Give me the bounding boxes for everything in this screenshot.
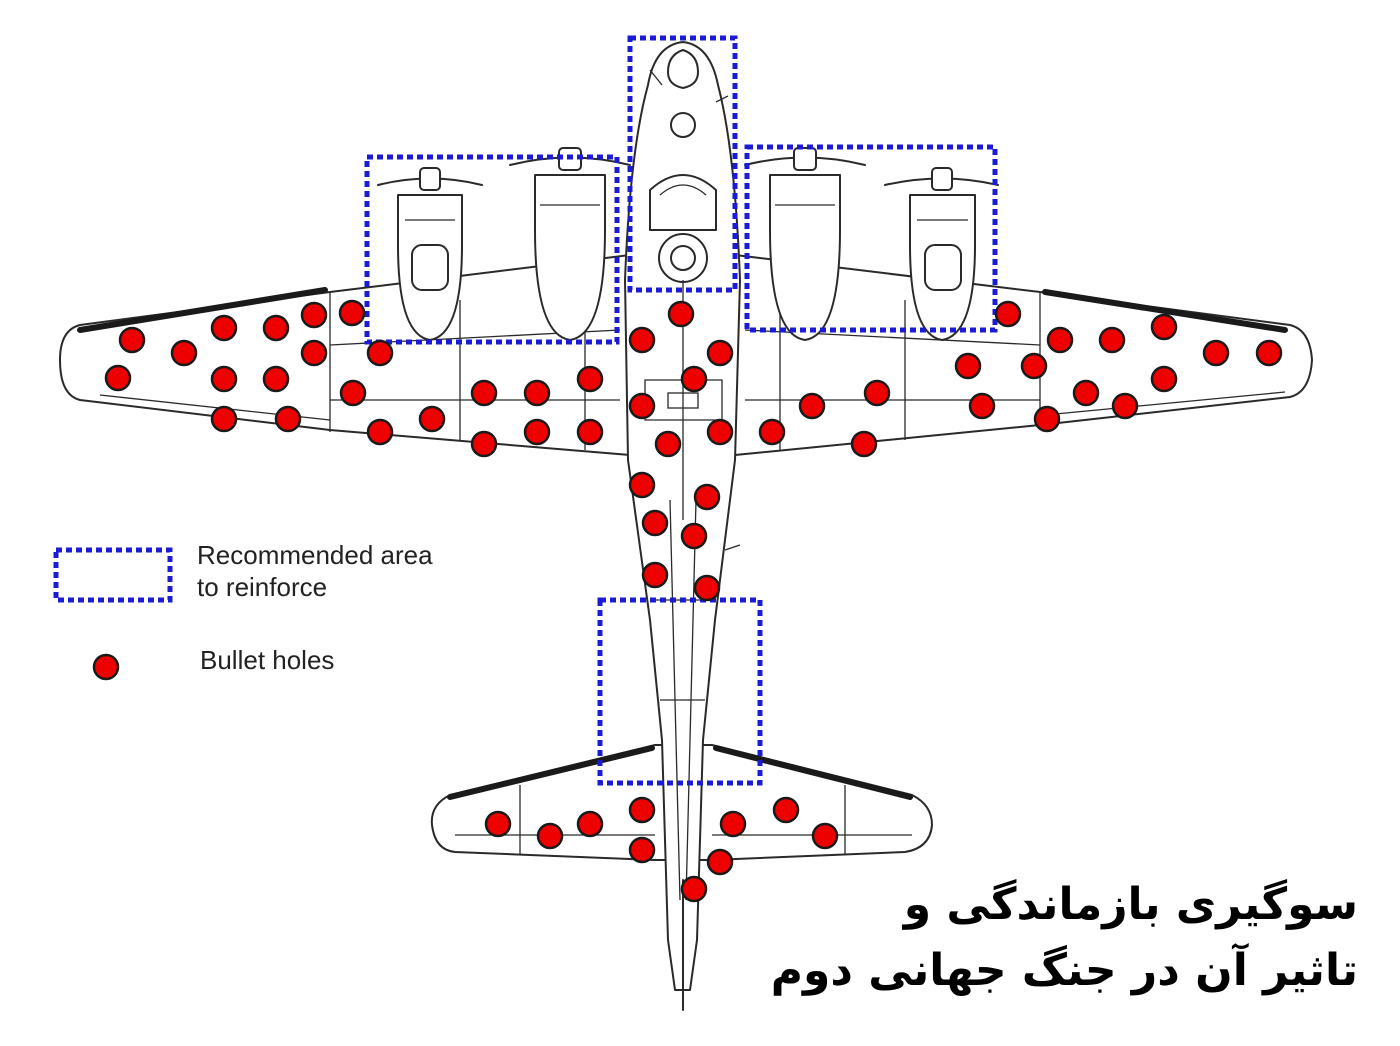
reinforce-area-left-engines xyxy=(364,154,620,345)
bullet-hole xyxy=(680,365,708,393)
bullet-hole xyxy=(339,379,367,407)
bullet-hole xyxy=(628,392,656,420)
bullet-hole xyxy=(523,379,551,407)
bullet-hole xyxy=(706,339,734,367)
bullet-hole xyxy=(628,836,656,864)
bullet-hole xyxy=(576,810,604,838)
bullet-hole xyxy=(210,405,238,433)
bullet-hole xyxy=(338,299,366,327)
bullet-hole xyxy=(654,430,682,458)
bullet-hole xyxy=(968,392,996,420)
engine-right-outer xyxy=(884,167,999,341)
legend xyxy=(53,547,173,681)
bullet-hole xyxy=(210,314,238,342)
bullet-hole xyxy=(628,326,656,354)
caption-line-1: سوگیری بازماندگی و xyxy=(903,879,1358,930)
bullet-hole xyxy=(484,810,512,838)
reinforce-area-tail xyxy=(597,597,763,786)
bullet-hole xyxy=(680,522,708,550)
bullet-hole xyxy=(811,822,839,850)
bullet-hole xyxy=(693,574,721,602)
bullet-hole xyxy=(693,483,721,511)
legend-reinforce-label: Recommended area to reinforce xyxy=(197,539,433,603)
bullet-hole xyxy=(863,379,891,407)
bullet-hole xyxy=(300,339,328,367)
bullet-hole xyxy=(850,430,878,458)
bullet-hole xyxy=(798,392,826,420)
bullet-hole xyxy=(576,365,604,393)
bullet-hole xyxy=(706,418,734,446)
caption-line-2: تاثیر آن در جنگ جهانی دوم xyxy=(770,945,1358,996)
legend-bullet-label: Bullet holes xyxy=(200,645,335,675)
reinforce-areas xyxy=(364,35,998,786)
bullet-hole xyxy=(719,810,747,838)
bullet-hole xyxy=(628,471,656,499)
bullet-hole xyxy=(1202,339,1230,367)
bullet-hole xyxy=(470,379,498,407)
bullet-hole xyxy=(262,314,290,342)
bullet-hole xyxy=(1150,365,1178,393)
bullet-hole xyxy=(366,339,394,367)
bullet-hole xyxy=(758,418,786,446)
engine-left-inner xyxy=(509,147,631,341)
bullet-hole xyxy=(628,796,656,824)
bullet-hole xyxy=(210,365,238,393)
legend-reinforce-label-line2: to reinforce xyxy=(197,572,328,602)
legend-reinforce-swatch xyxy=(53,547,173,603)
bullet-hole xyxy=(641,561,669,589)
bullet-hole xyxy=(1072,379,1100,407)
caption: سوگیری بازماندگی و تاثیر آن در جنگ جهانی… xyxy=(771,872,1358,1004)
bullet-hole xyxy=(772,796,800,824)
engine-right-inner xyxy=(744,147,866,341)
bullet-hole xyxy=(118,326,146,354)
legend-reinforce-label-line1: Recommended area xyxy=(197,540,433,570)
bullet-hole xyxy=(1098,326,1126,354)
reinforce-area-right-engines xyxy=(744,144,998,333)
bullet-hole xyxy=(706,848,734,876)
bullet-hole xyxy=(418,405,446,433)
bullet-hole xyxy=(1033,405,1061,433)
bullet-hole xyxy=(1111,392,1139,420)
bullet-hole xyxy=(274,405,302,433)
bullet-hole xyxy=(680,875,708,903)
engine-left-outer xyxy=(377,167,483,341)
bullet-hole xyxy=(641,509,669,537)
bullet-hole xyxy=(170,339,198,367)
bullet-hole xyxy=(576,418,604,446)
bullet-hole xyxy=(470,430,498,458)
bullet-hole xyxy=(1020,352,1048,380)
bullet-hole xyxy=(104,364,132,392)
bullet-hole xyxy=(300,301,328,329)
bullet-hole xyxy=(954,352,982,380)
bullet-hole xyxy=(994,300,1022,328)
legend-bullet-swatch xyxy=(92,653,120,681)
bullet-hole xyxy=(366,418,394,446)
bullet-hole xyxy=(1255,339,1283,367)
bullet-hole xyxy=(1150,313,1178,341)
bullet-hole xyxy=(1046,326,1074,354)
bullet-hole xyxy=(262,365,290,393)
bullet-hole xyxy=(523,418,551,446)
bullet-hole xyxy=(667,300,695,328)
bullet-holes xyxy=(104,299,1283,903)
bullet-hole xyxy=(536,822,564,850)
reinforce-area-nose xyxy=(627,35,738,293)
